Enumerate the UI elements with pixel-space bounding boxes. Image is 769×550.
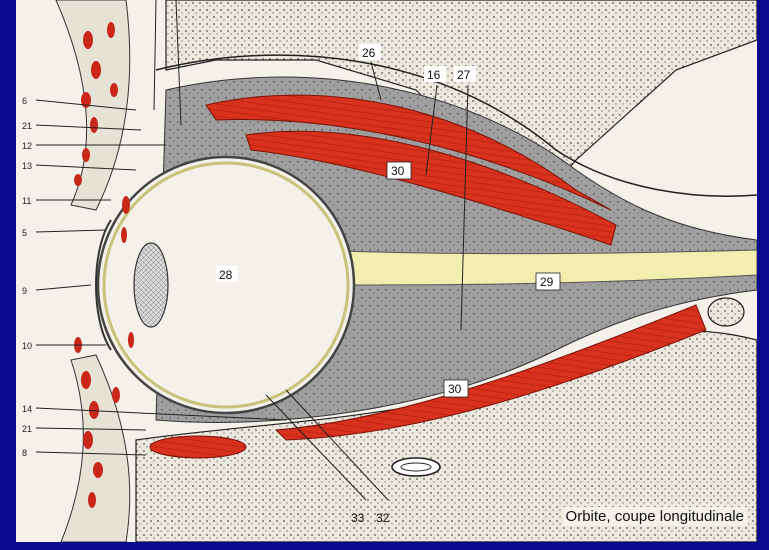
side-number: 6 [22, 96, 27, 106]
side-number: 11 [22, 196, 31, 206]
label-26: 26 [359, 44, 381, 60]
label-29: 29 [536, 273, 560, 290]
upper-eyelid [56, 0, 130, 210]
side-number: 14 [22, 404, 32, 414]
svg-text:30: 30 [391, 164, 405, 178]
diagram-frame: 6 21 12 13 11 5 9 10 14 21 8 26 16 27 30… [16, 0, 757, 542]
lens [134, 243, 168, 327]
side-number: 8 [22, 448, 27, 458]
orbit-diagram: 6 21 12 13 11 5 9 10 14 21 8 26 16 27 30… [16, 0, 757, 542]
side-number: 5 [22, 228, 27, 238]
side-number: 21 [22, 121, 32, 131]
lower-eyelid [61, 355, 130, 542]
label-33: 33 [351, 511, 365, 525]
label-27: 27 [454, 66, 476, 82]
side-number: 13 [22, 161, 32, 171]
svg-text:33: 33 [351, 511, 365, 525]
label-28: 28 [216, 266, 238, 282]
side-number: 21 [22, 424, 32, 434]
bone-island [708, 298, 744, 326]
svg-text:26: 26 [362, 46, 376, 60]
svg-text:28: 28 [219, 268, 233, 282]
inferior-oblique-muscle [150, 436, 246, 458]
side-number: 10 [22, 341, 32, 351]
label-32: 32 [376, 511, 390, 525]
label-30-lower: 30 [444, 380, 468, 397]
svg-text:30: 30 [448, 382, 462, 396]
diagram-caption: Orbite, coupe longitudinale [563, 507, 747, 526]
svg-text:32: 32 [376, 511, 390, 525]
side-number: 9 [22, 286, 27, 296]
vessel [392, 458, 440, 476]
side-number: 12 [22, 141, 32, 151]
label-30-upper: 30 [387, 162, 411, 179]
side-number-list: 6 21 12 13 11 5 9 10 14 21 8 [22, 96, 32, 458]
svg-text:16: 16 [427, 68, 441, 82]
svg-text:27: 27 [457, 68, 471, 82]
svg-text:29: 29 [540, 275, 554, 289]
label-16: 16 [424, 66, 446, 82]
